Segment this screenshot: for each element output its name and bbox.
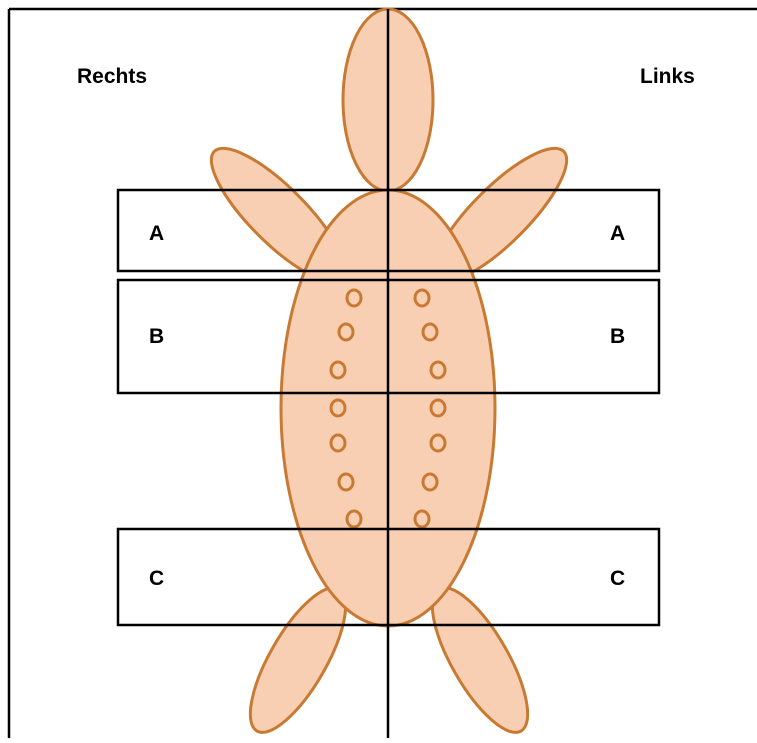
zone-a-right-label: A	[149, 223, 164, 244]
shell-dot-left-3	[431, 362, 445, 378]
shell-dot-right-4	[331, 400, 345, 416]
zone-c-right-label: C	[149, 568, 164, 589]
label-links: Links	[640, 66, 695, 87]
shell-dot-right-7	[347, 511, 361, 527]
zone-c-left-label: C	[610, 568, 625, 589]
zone-b-left-label: B	[610, 326, 625, 347]
shell-dot-right-2	[339, 324, 353, 340]
shell-dot-left-6	[423, 474, 437, 490]
shell-dot-right-3	[331, 362, 345, 378]
shell-dot-left-1	[415, 290, 429, 306]
shell-dot-left-7	[415, 511, 429, 527]
zone-b-right-label: B	[149, 326, 164, 347]
shell-dot-left-2	[423, 324, 437, 340]
shell-dot-right-1	[347, 290, 361, 306]
label-rechts: Rechts	[77, 66, 147, 87]
shell-dot-right-5	[331, 435, 345, 451]
shell-dot-right-6	[339, 474, 353, 490]
zone-a-left-label: A	[610, 223, 625, 244]
shell-dot-left-4	[431, 400, 445, 416]
shell-dot-left-5	[431, 435, 445, 451]
